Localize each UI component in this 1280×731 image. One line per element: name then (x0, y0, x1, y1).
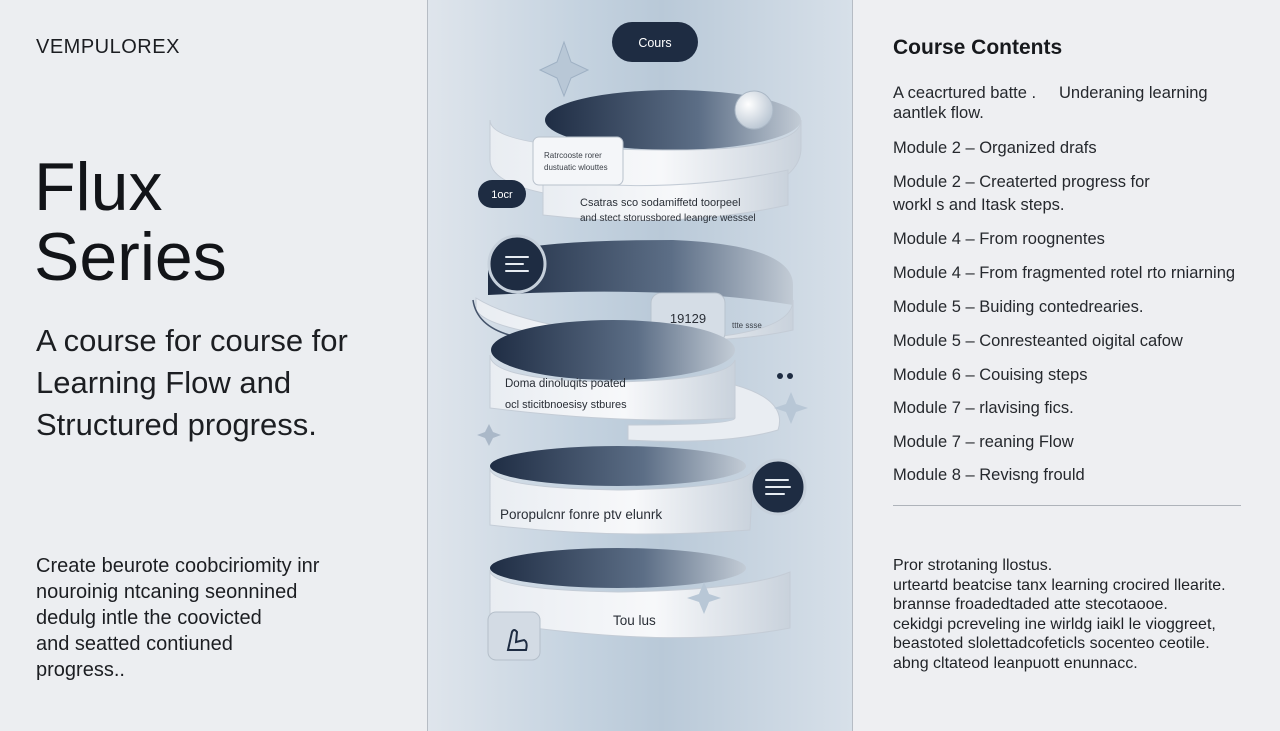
intro-line: A ceacrtured batte . (893, 84, 1037, 102)
ribbon-1-tab (532, 136, 624, 186)
sparkle-icon (774, 392, 808, 424)
ribbon-2-tag: ttte ssse (732, 321, 762, 330)
notes-line: Pror strotaning llostus. (893, 557, 1053, 574)
left-panel (0, 0, 427, 731)
notes-line: abng cltateod leanpuott enunnacc. (893, 654, 1138, 672)
top-pill[interactable] (612, 22, 698, 62)
ribbon-1-tab-line: dustuatic wlouttes (544, 163, 608, 172)
module-item[interactable]: Module 4 – From fragmented rotel rto rni… (893, 264, 1236, 282)
right-panel (853, 0, 1280, 731)
sparkle-icon (687, 582, 721, 614)
ribbon-1-text: and stect storussbored leangre wesssel (580, 213, 756, 224)
module-item[interactable]: Module 5 – Buiding contedrearies. (893, 298, 1144, 316)
description-line: progress.. (36, 659, 125, 681)
module-item[interactable]: Module 2 – Organized drafs (893, 139, 1097, 157)
intro-right-text: Underaning learning (1059, 84, 1208, 102)
module-item[interactable]: Module 8 – Revisng frould (893, 466, 1085, 484)
top-pill-label: Cours (638, 36, 671, 50)
course-description: Create beurote coobciriomity inr nouroin… (36, 553, 376, 683)
toc-badge-label: 1ocr (491, 189, 513, 201)
orb-icon (734, 90, 774, 130)
notes-line: urteartd beatcise tanx learning crocired… (893, 576, 1226, 594)
module-item[interactable]: Module 5 – Conresteanted oigital cafow (893, 332, 1183, 350)
brand-name: VEMPULOREX (36, 36, 180, 58)
dot-icon (777, 373, 783, 379)
divider (893, 505, 1241, 506)
list-menu-icon-lines (765, 479, 791, 495)
sparkle-icon (477, 424, 501, 446)
course-notes: Pror strotaning llostus. urteartd beatci… (893, 556, 1243, 673)
title-line-1: Flux (34, 149, 163, 225)
ribbon-3 (489, 320, 780, 442)
ribbon-2-number: 19129 (670, 311, 706, 326)
course-intro: A ceacrtured batte . aantlek flow. Under… (893, 83, 1243, 123)
spiral-ribbon-illustration: Cours Ratrcooste rorer dustuatic wloutte… (472, 22, 808, 661)
module-item[interactable]: Module 2 – Createrted progress for (893, 173, 1150, 191)
ribbon-3-text: ocl sticitbnoesisy stbures (505, 399, 627, 411)
ribbon-1-tab-line: Ratrcooste rorer (544, 151, 602, 160)
ribbon-3-text: Doma dinoluqits poated (505, 378, 626, 390)
title-line-2: Series (34, 219, 227, 295)
description-line: Create beurote coobciriomity inr (36, 555, 320, 577)
intro-line: aantlek flow. (893, 104, 984, 122)
hand-pointer-tile[interactable] (487, 611, 541, 661)
description-line: nouroinig ntcaning seonnined (36, 581, 298, 603)
course-contents-title: Course Contents (893, 36, 1063, 59)
module-item[interactable]: Module 7 – rlavising fics. (893, 399, 1074, 417)
notes-line: brannse froadedtaded atte stecotaooe. (893, 596, 1168, 613)
page-subtitle: A course for course for Learning Flow an… (36, 323, 348, 442)
ribbon-1-text: Csatras sco sodamiffetd toorpeel (580, 197, 741, 209)
notes-line: beastoted slolettadcofeticls socenteo ce… (893, 635, 1210, 652)
ribbon-5 (489, 548, 791, 639)
toc-badge[interactable] (478, 180, 526, 208)
module-item[interactable]: Module 7 – reaning Flow (893, 433, 1074, 451)
list-menu-icon-lines (505, 256, 529, 272)
flow-illustration-panel: Cours Ratrcooste rorer dustuatic wloutte… (427, 0, 853, 731)
description-line: dedulg intle the coovicted (36, 607, 262, 629)
module-item[interactable]: Module 6 – Couising steps (893, 366, 1088, 384)
hand-pointer-icon (506, 629, 528, 651)
sparkle-icon (538, 40, 590, 98)
ribbon-4 (489, 446, 754, 535)
page-title: Flux Series (34, 152, 227, 292)
module-item[interactable]: Module 4 – From roognentes (893, 230, 1105, 248)
module-item-continued: workl s and Itask steps. (893, 196, 1065, 214)
dot-icon (787, 373, 793, 379)
description-line: and seatted contiuned (36, 633, 233, 655)
notes-line: cekidgi pcreveling ine wirldg iaikl le v… (893, 615, 1216, 633)
ribbon-5-text: Tou lus (613, 613, 656, 628)
ribbon-4-text: Poropulcnr fonre ptv elunrk (500, 507, 662, 522)
